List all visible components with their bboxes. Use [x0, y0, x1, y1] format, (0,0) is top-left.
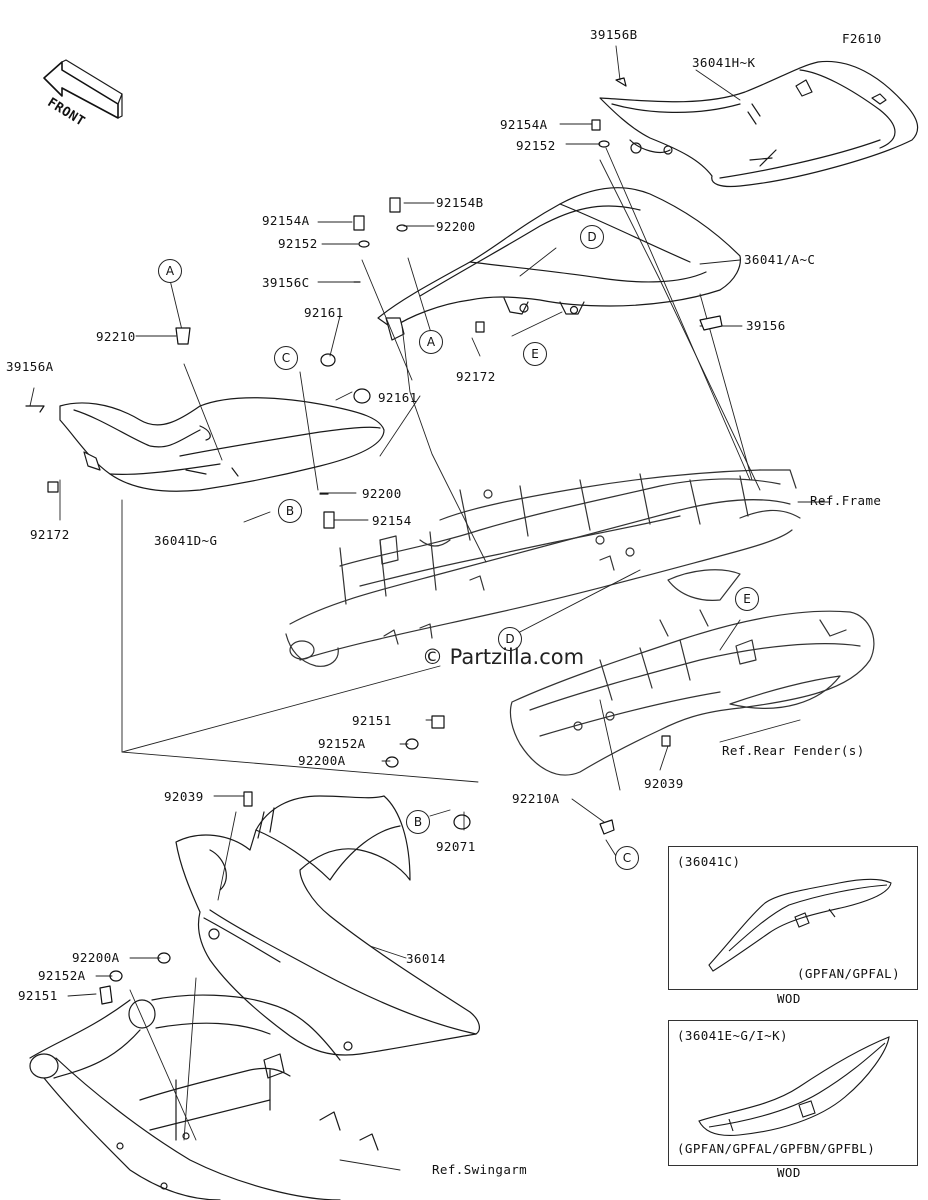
- callout-C-lower: C: [615, 846, 639, 870]
- part-label-36014: 36014: [406, 951, 446, 966]
- seat-cover-upper-part: [377, 187, 741, 341]
- part-label-36041H-K: 36041H~K: [692, 55, 756, 70]
- part-label-36041-A-C: 36041/A~C: [744, 252, 816, 267]
- inset-model-label: (GPFAN/GPFAL/GPFBN/GPFBL): [677, 1141, 876, 1156]
- tail-cover-upper-part: [599, 60, 919, 188]
- part-label-92152-top: 92152: [516, 138, 556, 153]
- frame-reference: [285, 469, 801, 667]
- callout-A-mid: A: [419, 330, 443, 354]
- partzilla-watermark: © Partzilla.com: [422, 645, 585, 669]
- callout-A-left: A: [158, 259, 182, 283]
- part-label-92151-a: 92151: [352, 713, 392, 728]
- part-label-39156C: 39156C: [262, 275, 310, 290]
- part-label-39156: 39156: [746, 318, 786, 333]
- callout-E-lower: E: [735, 587, 759, 611]
- inset-part-drawing: [698, 1036, 890, 1137]
- part-label-92200-top: 92200: [436, 219, 476, 234]
- part-label-92039-right: 92039: [644, 776, 684, 791]
- part-label-92039-left: 92039: [164, 789, 204, 804]
- part-label-92172-left: 92172: [30, 527, 70, 542]
- front-direction-arrow: [43, 59, 123, 119]
- side-cover-part: [59, 397, 385, 492]
- callout-E-upper: E: [523, 342, 547, 366]
- ref-rear-fender-label: Ref.Rear Fender(s): [722, 743, 865, 758]
- inset-variant-36041C: (36041C) (GPFAN/GPFAL): [668, 846, 918, 990]
- part-label-92154: 92154: [372, 513, 412, 528]
- part-label-36041D-G: 36041D~G: [154, 533, 218, 548]
- figure-code: F2610: [842, 31, 882, 46]
- part-label-92200A-b: 92200A: [72, 950, 120, 965]
- inset-model-label: (GPFAN/GPFAL): [797, 966, 901, 981]
- inset-caption-wod-2: WOD: [777, 1165, 801, 1180]
- inset-part-drawing: [708, 878, 892, 972]
- inset-variant-36041E-G-I-K: (36041E~G/I~K) (GPFAN/GPFAL/GPFBN/GPFBL): [668, 1020, 918, 1166]
- callout-D-lower: D: [498, 627, 522, 651]
- part-label-39156B: 39156B: [590, 27, 638, 42]
- callout-B-lower: B: [406, 810, 430, 834]
- part-label-92161-a: 92161: [304, 305, 344, 320]
- rear-fender-reference: [509, 609, 875, 776]
- part-label-92172-right: 92172: [456, 369, 496, 384]
- part-label-92200A-a: 92200A: [298, 753, 346, 768]
- ref-swingarm-label: Ref.Swingarm: [432, 1162, 528, 1177]
- part-label-92161-b: 92161: [378, 390, 418, 405]
- inset-part-label: (36041E~G/I~K): [677, 1028, 788, 1043]
- callout-D-upper: D: [580, 225, 604, 249]
- part-label-92151-b: 92151: [18, 988, 58, 1003]
- ref-frame-label: Ref.Frame: [810, 493, 882, 508]
- inset-caption-wod-1: WOD: [777, 991, 801, 1006]
- callout-B-upper: B: [278, 499, 302, 523]
- part-label-92210A: 92210A: [512, 791, 560, 806]
- part-label-92154A-mid: 92154A: [262, 213, 310, 228]
- part-label-92200-mid: 92200: [362, 486, 402, 501]
- inset-part-label: (36041C): [677, 854, 741, 869]
- part-label-92071: 92071: [436, 839, 476, 854]
- part-label-92152A-b: 92152A: [38, 968, 86, 983]
- part-label-92152-mid: 92152: [278, 236, 318, 251]
- fasteners: [25, 77, 723, 1005]
- part-label-92152A-a: 92152A: [318, 736, 366, 751]
- swingarm-reference: [29, 994, 379, 1200]
- part-label-92210: 92210: [96, 329, 136, 344]
- callout-C-upper: C: [274, 346, 298, 370]
- part-label-92154B: 92154B: [436, 195, 484, 210]
- part-label-92154A-top: 92154A: [500, 117, 548, 132]
- chain-cover-part: [175, 795, 480, 1056]
- part-label-39156A: 39156A: [6, 359, 54, 374]
- leader-lines: [29, 45, 831, 1171]
